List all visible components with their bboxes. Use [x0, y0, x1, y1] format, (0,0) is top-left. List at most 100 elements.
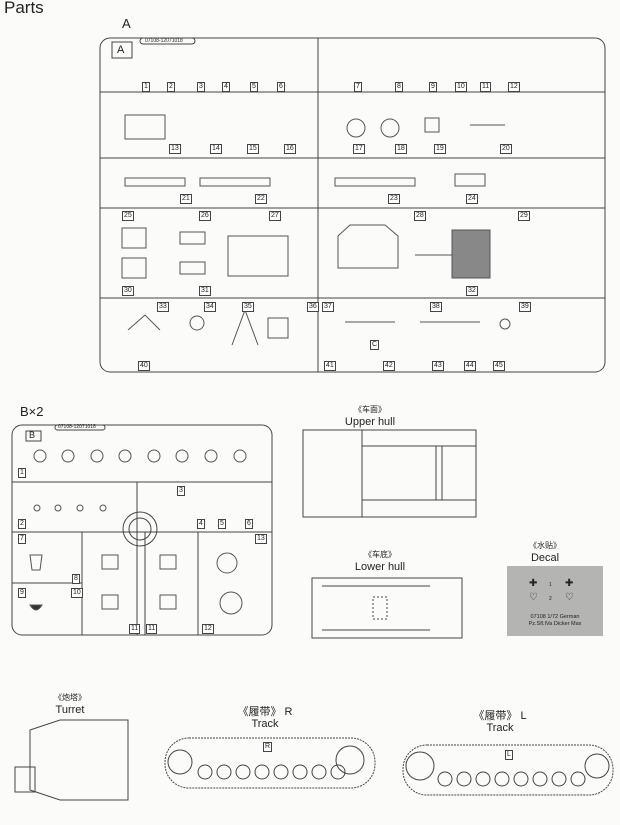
- lower-hull-en: Lower hull: [354, 561, 406, 573]
- decal-text: 07108 1/72 German Pz.Sfl.IVa Dicker Max: [507, 614, 603, 628]
- part-number: 7: [18, 534, 26, 544]
- track-r-cn: 《履带》 R: [237, 706, 293, 718]
- track-l-wheels: [405, 751, 610, 787]
- lower-hull-cn: 《车底》: [364, 550, 396, 559]
- track-r-wheels: [167, 745, 365, 780]
- part-number: 21: [180, 194, 192, 204]
- track-l-cn: 《履带》 L: [473, 710, 527, 722]
- part-number: 3: [197, 82, 205, 92]
- part-number: 36: [307, 302, 319, 312]
- part-mark-c: C: [370, 340, 380, 350]
- part-number: 37: [322, 302, 334, 312]
- part-number: 8: [395, 82, 403, 92]
- track-l-en: Track: [486, 722, 514, 734]
- part-number: 12: [202, 624, 214, 634]
- sprue-a-label: A: [122, 16, 131, 31]
- part-number: 44: [464, 361, 476, 371]
- track-l-drawing: [402, 744, 614, 796]
- decal-caption: 《水贴》 Decal: [515, 540, 575, 564]
- part-number: 27: [269, 211, 281, 221]
- part-number: 5: [250, 82, 258, 92]
- part-number: 11: [480, 82, 492, 92]
- sprue-b-code: 07108-12071018: [58, 424, 96, 430]
- part-number: 14: [210, 144, 222, 154]
- part-number: 38: [430, 302, 442, 312]
- upper-hull-drawing: [302, 429, 477, 518]
- part-number: 34: [204, 302, 216, 312]
- part-number: 10: [455, 82, 467, 92]
- turret-cn: 《炮塔》: [54, 693, 86, 702]
- part-number: 40: [138, 361, 150, 371]
- part-number: 4: [222, 82, 230, 92]
- part-number: 42: [383, 361, 395, 371]
- part-number: 18: [395, 144, 407, 154]
- upper-hull-caption: 《车面》 Upper hull: [330, 404, 410, 428]
- track-r-drawing: [164, 737, 376, 789]
- track-r-en: Track: [251, 718, 279, 730]
- part-number: 20: [500, 144, 512, 154]
- part-number: 7: [354, 82, 362, 92]
- part-number: 2: [18, 519, 26, 529]
- turret-caption: 《炮塔》 Turret: [40, 692, 100, 716]
- part-number: 3: [177, 486, 185, 496]
- track-l-mark: L: [505, 750, 513, 760]
- part-number: 13: [169, 144, 181, 154]
- sprue-a-frame: [99, 37, 606, 373]
- part-number: 26: [199, 211, 211, 221]
- part-number: 1: [142, 82, 150, 92]
- part-number: 16: [284, 144, 296, 154]
- decal-num-1: 1: [549, 582, 552, 588]
- part-number: 22: [255, 194, 267, 204]
- part-number: 2: [167, 82, 175, 92]
- sprue-a-parts: [121, 114, 511, 346]
- part-number: 23: [388, 194, 400, 204]
- part-number: 6: [245, 519, 253, 529]
- lower-hull-drawing: [311, 577, 463, 639]
- part-number: 28: [414, 211, 426, 221]
- sprue-a-tag: A: [117, 44, 125, 56]
- sprue-b-parts: [29, 449, 247, 615]
- part-number: 25: [122, 211, 134, 221]
- part-number: 33: [157, 302, 169, 312]
- part-number: 4: [197, 519, 205, 529]
- part-number: 39: [519, 302, 531, 312]
- decal-num-2: 2: [549, 596, 552, 602]
- part-number: 11: [146, 624, 158, 634]
- part-number: 12: [508, 82, 520, 92]
- part-number: 41: [324, 361, 336, 371]
- part-number: 6: [277, 82, 285, 92]
- decal-sheet: ✚ 1 ✚ ♡ 2 ♡ 07108 1/72 German Pz.Sfl.IVa…: [507, 566, 603, 636]
- track-r-caption: 《履带》 R Track: [225, 706, 305, 730]
- turret-en: Turret: [55, 704, 85, 716]
- upper-hull-en: Upper hull: [344, 416, 396, 428]
- part-number: 45: [493, 361, 505, 371]
- turret-drawing: [14, 719, 129, 801]
- decal-cn: 《水贴》: [529, 541, 561, 550]
- part-number: 19: [434, 144, 446, 154]
- decal-en: Decal: [530, 552, 560, 564]
- sprue-b-tag: B: [29, 430, 36, 440]
- part-number: 8: [72, 574, 80, 584]
- page-title: Parts: [4, 0, 44, 17]
- sprue-b-label: B×2: [20, 404, 44, 419]
- part-number: 43: [432, 361, 444, 371]
- track-r-mark: R: [263, 742, 273, 752]
- part-number: 30: [122, 286, 134, 296]
- decal-line-1: 07108 1/72 German: [530, 614, 580, 620]
- part-number: 35: [242, 302, 254, 312]
- part-number: 10: [71, 588, 83, 598]
- part-number: 15: [247, 144, 259, 154]
- decal-line-2: Pz.Sfl.IVa Dicker Max: [528, 621, 582, 627]
- part-number: 9: [18, 588, 26, 598]
- upper-hull-cn: 《车面》: [354, 405, 386, 414]
- part-number: 17: [353, 144, 365, 154]
- part-number: 31: [199, 286, 211, 296]
- part-number: 13: [255, 534, 267, 544]
- part-number: 29: [518, 211, 530, 221]
- part-number: 11: [129, 624, 141, 634]
- sprue-b-frame: [11, 424, 273, 636]
- track-l-caption: 《履带》 L Track: [460, 710, 540, 734]
- part-number: 1: [18, 468, 26, 478]
